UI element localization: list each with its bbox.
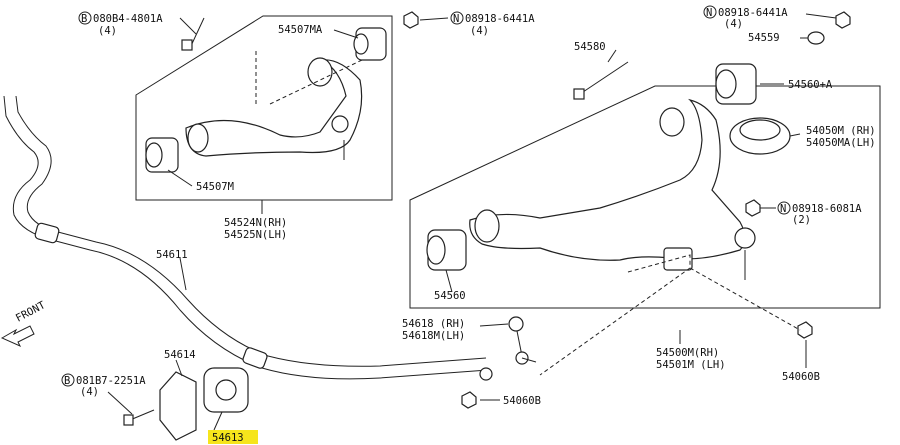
bar-bushing-right bbox=[242, 347, 268, 369]
part-label-54618M[interactable]: 54618M(LH) bbox=[402, 330, 465, 342]
nut-upper-qty: (4) bbox=[470, 25, 489, 37]
lower-arm-frame bbox=[409, 85, 881, 309]
callout-bolt-bracket[interactable]: B 081B7-2251A (4) bbox=[61, 373, 146, 398]
front-arrow-icon bbox=[0, 325, 35, 348]
upper-control-arm[interactable] bbox=[185, 57, 363, 160]
part-label-54559[interactable]: 54559 bbox=[748, 32, 780, 44]
part-label-54501[interactable]: 54501M (LH) bbox=[656, 359, 726, 371]
nut-prefix: N bbox=[453, 13, 459, 25]
stabilizer-bar[interactable] bbox=[3, 95, 493, 381]
part-label-54050MA[interactable]: 54050MA(LH) bbox=[806, 137, 876, 149]
bushing-54560[interactable] bbox=[426, 229, 467, 271]
callout-nut-lower-arm[interactable]: N 08918-6081A (2) bbox=[777, 201, 862, 226]
callout-bolt-upper[interactable]: B 080B4-4801A (4) bbox=[78, 11, 163, 37]
bolt-upper-qty: (4) bbox=[98, 25, 117, 37]
bolt-symbol-icon bbox=[61, 373, 75, 387]
bolt-bracket-qty: (4) bbox=[80, 386, 99, 398]
part-label-54500[interactable]: 54500M(RH) bbox=[656, 347, 719, 359]
nut-prefix: N bbox=[780, 203, 786, 215]
stabilizer-link-54618[interactable] bbox=[508, 316, 537, 365]
lower-ball-joint bbox=[734, 227, 756, 249]
nut-symbol-icon bbox=[777, 201, 791, 215]
lower-arm-bracket bbox=[663, 247, 693, 271]
nut-lower-arm-code: 08918-6081A bbox=[792, 203, 862, 215]
nut-symbol-icon bbox=[703, 5, 717, 19]
lower-control-arm[interactable] bbox=[469, 98, 756, 280]
washer-54559[interactable] bbox=[807, 31, 825, 45]
bolt-prefix: B bbox=[81, 13, 87, 25]
upper-ball-joint bbox=[331, 115, 349, 133]
highlight-54613 bbox=[208, 430, 258, 444]
bolt-54580[interactable] bbox=[573, 61, 629, 100]
part-label-54611[interactable]: 54611 bbox=[156, 249, 188, 261]
part-label-54524[interactable]: 54524N(RH) bbox=[224, 217, 287, 229]
part-label-54507MA[interactable]: 54507MA bbox=[278, 24, 323, 36]
bushing-54613[interactable] bbox=[203, 367, 249, 413]
part-label-54060B-right[interactable]: 54060B bbox=[782, 371, 820, 383]
rebound-stopper-54050M[interactable] bbox=[729, 117, 791, 155]
nut-upper-code: 08918-6441A bbox=[465, 13, 535, 25]
upper-bolt[interactable] bbox=[181, 17, 205, 51]
part-label-54050M[interactable]: 54050M (RH) bbox=[806, 125, 876, 137]
bolt-bracket[interactable] bbox=[123, 409, 155, 426]
nut-prefix: N bbox=[706, 7, 712, 19]
front-label: FRONT bbox=[14, 299, 48, 325]
part-label-54580[interactable]: 54580 bbox=[574, 41, 606, 53]
nut-right-top-qty: (4) bbox=[724, 18, 743, 30]
callout-nut-upper[interactable]: N 08918-6441A (4) bbox=[450, 11, 535, 37]
bolt-bracket-code: 081B7-2251A bbox=[76, 375, 146, 387]
upper-arm-bushing-rear bbox=[187, 123, 209, 153]
part-label-54060B-lower[interactable]: 54060B bbox=[503, 395, 541, 407]
part-label-54560A[interactable]: 54560+A bbox=[788, 79, 833, 91]
lower-arm-bushing-front bbox=[659, 107, 685, 137]
callout-nut-right-top[interactable]: N 08918-6441A (4) bbox=[703, 5, 788, 30]
nut-right-top[interactable] bbox=[835, 11, 851, 29]
part-label-54560[interactable]: 54560 bbox=[434, 290, 466, 302]
stabilizer-end-eye bbox=[479, 367, 493, 381]
nut-54060B-right[interactable] bbox=[797, 321, 813, 339]
bushing-54560A[interactable] bbox=[715, 63, 757, 105]
bar-bushing-left bbox=[34, 222, 60, 244]
bushing-54507M[interactable] bbox=[145, 137, 179, 173]
nut-symbol-icon bbox=[450, 11, 464, 25]
part-label-54613[interactable]: 54613 bbox=[212, 432, 244, 444]
nut-right-top-code: 08918-6441A bbox=[718, 7, 788, 19]
upper-arm-frame bbox=[135, 15, 393, 201]
upper-nut[interactable] bbox=[403, 11, 419, 29]
nut-54060B-lower[interactable] bbox=[461, 391, 477, 409]
bracket-54614[interactable] bbox=[159, 371, 197, 441]
part-label-54618[interactable]: 54618 (RH) bbox=[402, 318, 465, 330]
bolt-upper-code: 080B4-4801A bbox=[93, 13, 163, 25]
bolt-prefix: B bbox=[64, 375, 70, 387]
nut-lower-arm[interactable] bbox=[745, 199, 761, 217]
nut-lower-arm-qty: (2) bbox=[792, 214, 811, 226]
bolt-symbol-icon bbox=[78, 11, 92, 25]
part-label-54525[interactable]: 54525N(LH) bbox=[224, 229, 287, 241]
part-label-54614[interactable]: 54614 bbox=[164, 349, 196, 361]
part-label-54507M[interactable]: 54507M bbox=[196, 181, 234, 193]
lower-arm-bushing-rear bbox=[474, 209, 500, 243]
upper-arm-bushing-front bbox=[307, 57, 333, 87]
bushing-54507MA[interactable] bbox=[353, 27, 387, 61]
